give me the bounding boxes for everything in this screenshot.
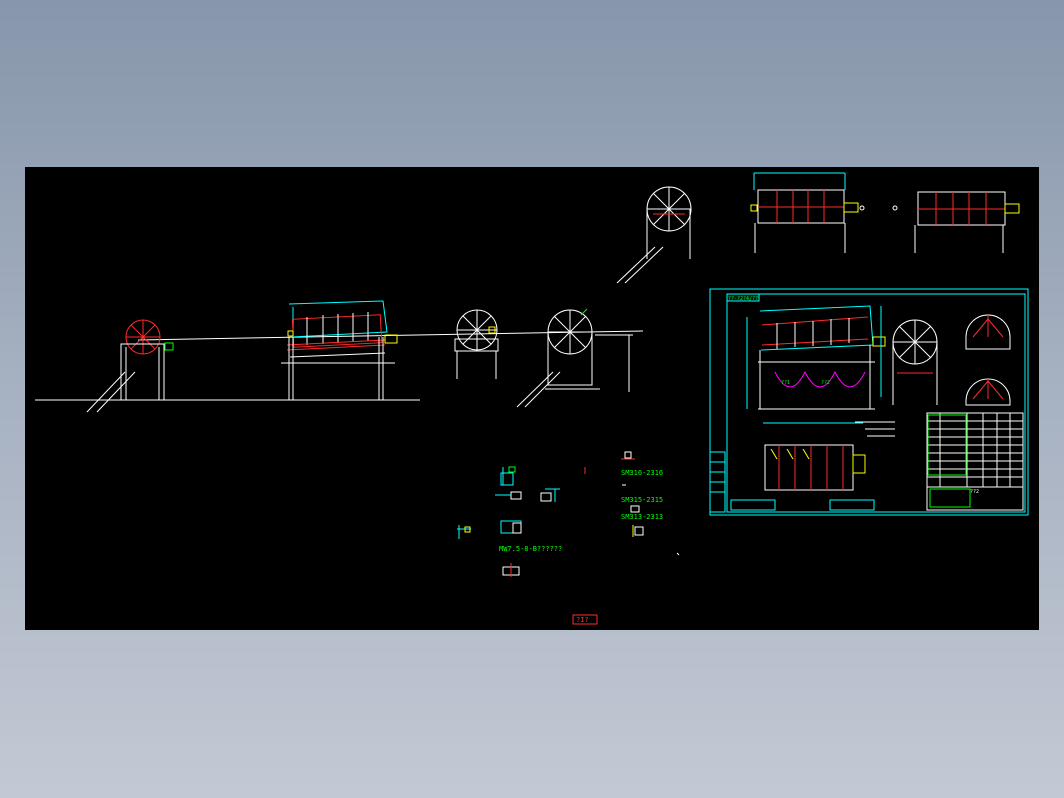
red-marker-label: ?I? — [576, 616, 589, 624]
part-label-sm313: SM313-2313 — [621, 513, 663, 521]
red-marker-box — [572, 614, 598, 625]
drum-top-view-2 — [892, 191, 1020, 253]
wheel-frame-3 — [516, 308, 633, 408]
frame-title: ??-?2?4/?? — [728, 296, 758, 302]
title-sheet — [709, 288, 1029, 516]
motor-label: MW7.5-8-B?????? — [499, 545, 562, 553]
wheel-frame-2 — [454, 309, 499, 379]
zone-label-2: ??2 — [821, 380, 830, 386]
part-label-sm316: SM316-2316 — [621, 469, 663, 477]
cad-viewport[interactable]: ??-?2?4/?? ??1 ??2 ??2 SM316-2316 SM315-… — [25, 167, 1039, 630]
left-elevation-view — [35, 319, 644, 413]
drum-rack-view — [281, 300, 398, 400]
cad-drawing: ??-?2?4/?? ??1 ??2 ??2 SM316-2316 SM315-… — [35, 172, 1029, 625]
part-details — [457, 451, 680, 577]
zone-label-1: ??1 — [781, 380, 790, 386]
drum-top-view-1 — [750, 172, 865, 253]
sheet-label: ??2 — [970, 489, 979, 495]
wheel-frame-4 — [616, 186, 692, 284]
part-label-sm315: SM315-2315 — [621, 496, 663, 504]
